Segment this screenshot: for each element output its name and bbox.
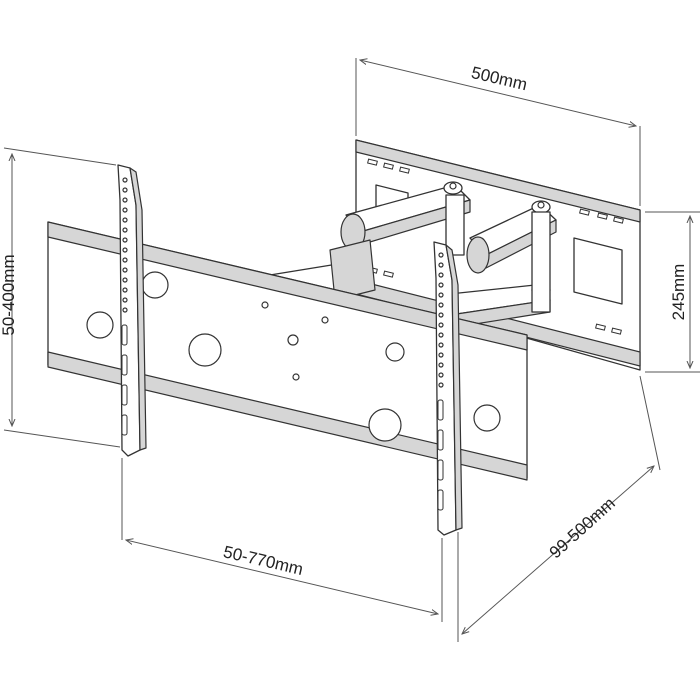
tv-bracket-left (117, 164, 147, 457)
wall-plate-slots (367, 158, 624, 335)
tv-rail-plate (47, 221, 528, 481)
wall-plate-cutout-right (573, 237, 623, 305)
dimension-width-bottom: 50-770mm (121, 458, 443, 622)
rail-hole (473, 404, 501, 432)
dimension-label-500mm: 500mm (469, 63, 529, 94)
dimension-label-50-400mm: 50-400mm (0, 254, 18, 335)
articulating-arms (269, 181, 557, 329)
rail-hole (86, 311, 114, 339)
rail-hole (141, 271, 169, 299)
center-bolt (287, 334, 299, 346)
rail-hole (188, 333, 222, 367)
dimension-label-99-500mm: 99-500mm (546, 494, 619, 562)
dimension-height-left: 50-400mm (0, 147, 121, 448)
dimension-height-right: 245mm (645, 211, 700, 373)
tv-bracket-right (433, 241, 463, 536)
dimension-label-245mm: 245mm (669, 264, 688, 321)
rail-hole (368, 408, 402, 442)
rail-hole (385, 342, 405, 362)
dimension-label-50-770mm: 50-770mm (222, 542, 305, 579)
